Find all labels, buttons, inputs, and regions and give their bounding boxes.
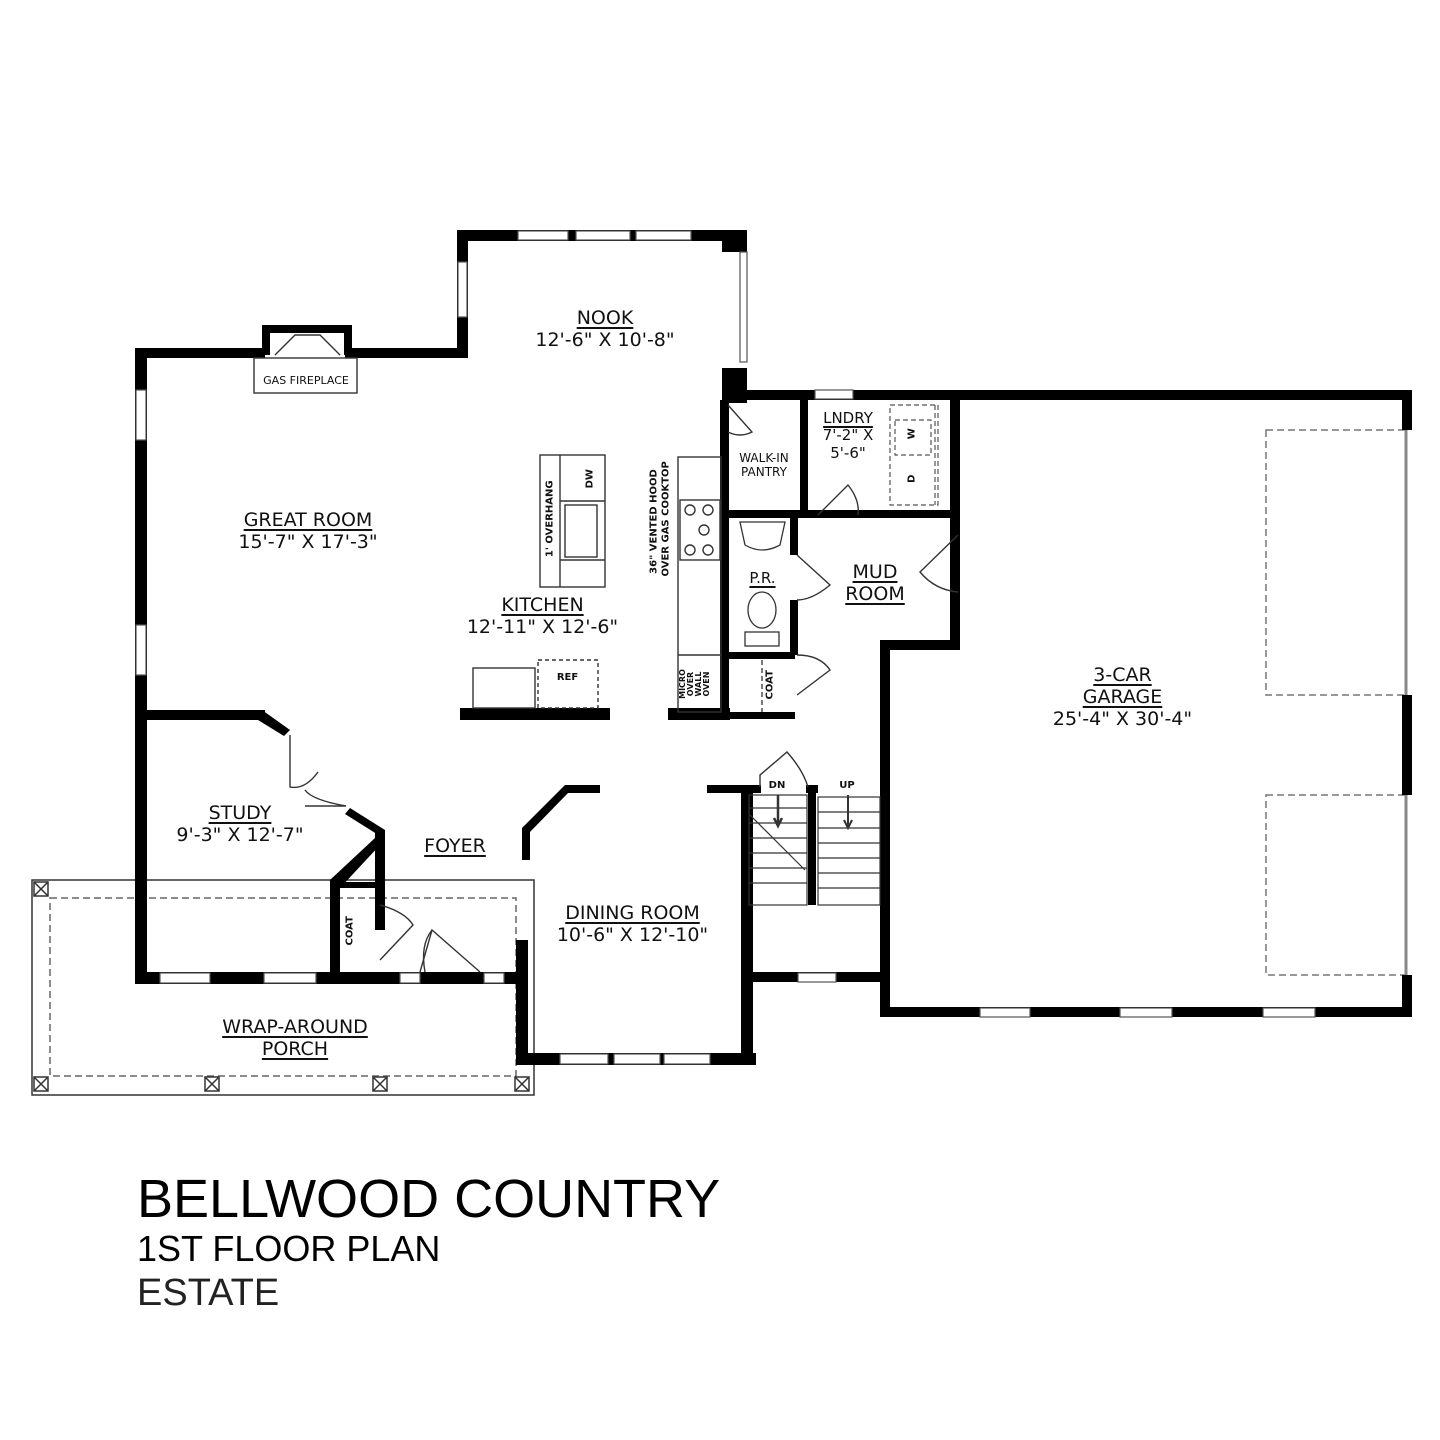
- room-name: NOOK: [576, 307, 634, 329]
- room-size: 25'-4" X 30'-4": [1052, 707, 1193, 730]
- stairs-up-label: UP: [839, 780, 855, 791]
- coat-closet-foyer-label: COAT: [344, 916, 356, 946]
- room-name: PANTRY: [741, 464, 787, 479]
- room-name: PORCH: [261, 1037, 329, 1060]
- doors: [289, 404, 959, 973]
- dryer-label: D: [906, 474, 918, 483]
- laundry-label: LNDRY 7'-2" X 5'-6": [812, 409, 884, 462]
- sink-icon: [564, 504, 598, 558]
- room-name: GARAGE: [1082, 685, 1163, 708]
- room-size: 5'-6": [830, 443, 866, 462]
- toilet-icon: [747, 591, 777, 629]
- interior-walls: [140, 400, 960, 975]
- room-name: LNDRY: [823, 409, 873, 427]
- room-name: DINING ROOM: [565, 902, 700, 924]
- room-size: 7'-2" X: [822, 426, 874, 445]
- refrigerator-label: REF: [556, 672, 579, 683]
- coat-closet-mud-label: COAT: [764, 670, 776, 700]
- windows: [135, 230, 1316, 1065]
- room-size: 9'-3" X 12'-7": [176, 823, 304, 846]
- room-name: 3-CAR: [1093, 664, 1152, 686]
- room-name: WRAP-AROUND: [222, 1016, 368, 1038]
- micro-line4: OVEN: [702, 671, 711, 697]
- kitchen-island: [539, 454, 606, 588]
- hood-label: 36" VENTED HOOD OVER GAS COOKTOP: [648, 461, 672, 577]
- room-name: FOYER: [424, 835, 486, 857]
- room-name: MUD: [852, 561, 898, 583]
- powder-room-label: P.R.: [735, 569, 790, 587]
- nook-label: NOOK 12'-6" X 10'-8": [520, 307, 690, 352]
- room-size: 15'-7" X 17'-3": [238, 530, 378, 553]
- hood-line2: OVER GAS COOKTOP: [660, 461, 671, 577]
- fireplace-label: GAS FIREPLACE: [263, 374, 349, 387]
- stairs-down-label: DN: [768, 780, 786, 791]
- stairs: [748, 794, 881, 906]
- room-name: WALK-IN: [739, 451, 789, 465]
- cooktop-icon: [679, 499, 721, 561]
- study-label: STUDY 9'-3" X 12'-7": [160, 802, 320, 847]
- plan-elevation: ESTATE: [137, 1272, 280, 1314]
- foyer-label: FOYER: [405, 835, 505, 858]
- kitchen-label: KITCHEN 12'-11" X 12'-6": [455, 594, 630, 639]
- great-room-label: GREAT ROOM 15'-7" X 17'-3": [208, 509, 408, 554]
- sink-icon: [739, 521, 786, 551]
- dining-room-label: DINING ROOM 10'-6" X 12'-10": [540, 902, 725, 947]
- fireplace-icon: [253, 334, 358, 394]
- room-size: 10'-6" X 12'-10": [556, 923, 709, 946]
- porch-post-icon: [33, 881, 530, 1092]
- porch: [31, 879, 535, 1096]
- garage-door-outlines: [1265, 429, 1407, 976]
- mud-room-label: MUD ROOM: [830, 561, 920, 606]
- room-size: 12'-11" X 12'-6": [466, 615, 619, 638]
- refrigerator-icon: [537, 659, 599, 709]
- plan-floor: 1ST FLOOR PLAN: [137, 1228, 441, 1269]
- washer-label: W: [906, 428, 918, 440]
- room-name: GREAT ROOM: [243, 509, 373, 531]
- micro-oven-label: MICRO OVER WALL OVEN: [678, 659, 711, 709]
- garage-label: 3-CAR GARAGE 25'-4" X 30'-4": [1040, 664, 1205, 731]
- up-arrow-icon: [843, 795, 853, 831]
- down-arrow-icon: [772, 795, 784, 829]
- plan-title: BELLWOOD COUNTRY: [137, 1169, 721, 1229]
- exterior-walls: [135, 230, 1412, 1065]
- room-name: STUDY: [208, 802, 272, 824]
- powder-room-fixtures: [739, 521, 786, 712]
- dishwasher-label: DW: [584, 469, 596, 489]
- kitchen-counters: [472, 456, 722, 713]
- room-name: ROOM: [845, 582, 905, 605]
- laundry-appliances: [889, 404, 939, 506]
- room-size: 12'-6" X 10'-8": [535, 328, 675, 351]
- room-name: KITCHEN: [501, 594, 584, 616]
- room-name: P.R.: [749, 569, 776, 587]
- hood-line1: 36" VENTED HOOD: [648, 469, 660, 574]
- overhang-label: 1' OVERHANG: [544, 480, 556, 558]
- porch-label: WRAP-AROUND PORCH: [200, 1016, 390, 1061]
- pantry-label: WALK-IN PANTRY: [728, 451, 800, 480]
